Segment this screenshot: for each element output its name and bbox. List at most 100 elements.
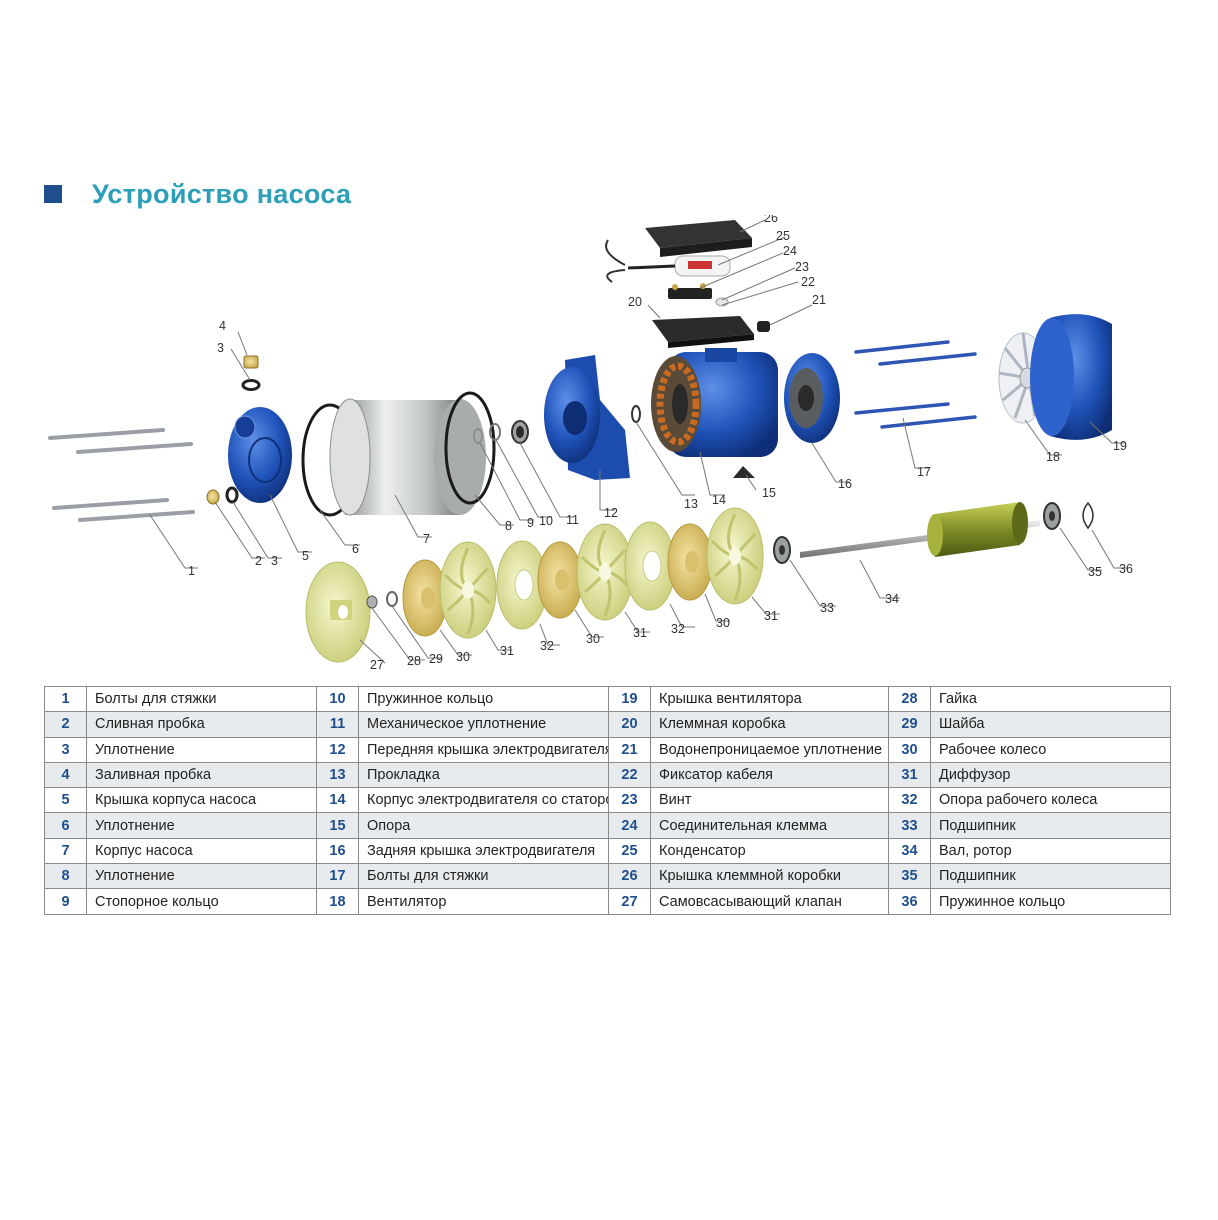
callout-31a: 31 [500, 644, 514, 658]
terminal-box-assembly [605, 220, 770, 348]
callout-24: 24 [783, 244, 797, 258]
callout-28: 28 [407, 654, 421, 668]
part-name: Корпус насоса [86, 837, 317, 865]
exploded-pump-diagram: 1 2 3 4 3 5 6 7 8 9 10 11 12 13 14 15 16… [48, 215, 1133, 672]
part-number: 9 [44, 888, 87, 915]
callout-11: 11 [566, 513, 579, 527]
part-number: 21 [608, 736, 651, 763]
diffuser-31c [706, 507, 764, 605]
gasket-13 [631, 405, 641, 423]
motor-foot [733, 466, 755, 478]
washer-29 [386, 591, 398, 607]
part-name: Уплотнение [86, 863, 317, 890]
part-name: Механическое уплотнение [358, 711, 609, 738]
part-name: Стопорное кольцо [86, 888, 317, 915]
part-name: Крышка клеммной коробки [650, 863, 889, 890]
part-number: 4 [44, 761, 87, 789]
part-name: Опора рабочего колеса [930, 787, 1171, 814]
part-name: Крышка вентилятора [650, 685, 889, 713]
impeller-stack [402, 507, 764, 639]
part-number: 3 [44, 736, 87, 763]
rear-motor-cover [784, 353, 840, 443]
part-name: Передняя крышка электродвигателя [358, 736, 609, 763]
motor-stator [651, 348, 778, 457]
bearing-35 [1043, 502, 1061, 530]
part-number: 26 [608, 863, 651, 890]
part-name: Пружинное кольцо [358, 685, 609, 713]
part-name: Рабочее колесо [930, 736, 1171, 763]
part-number: 29 [888, 711, 931, 738]
diffuser-31a [439, 541, 497, 639]
part-number: 10 [316, 685, 359, 713]
part-name: Клеммная коробка [650, 711, 889, 738]
part-number: 20 [608, 711, 651, 738]
part-number: 34 [888, 837, 931, 865]
callout-20: 20 [628, 295, 642, 309]
callout-8: 8 [505, 519, 512, 533]
part-number: 30 [888, 736, 931, 763]
callout-3-upper: 3 [217, 341, 224, 355]
part-name: Фиксатор кабеля [650, 761, 889, 789]
callout-36: 36 [1119, 562, 1133, 576]
bearing-33 [773, 536, 791, 564]
part-number: 11 [316, 711, 359, 738]
part-number: 33 [888, 812, 931, 839]
part-name: Уплотнение [86, 736, 317, 763]
fill-plug [241, 355, 261, 391]
part-number: 1 [44, 685, 87, 713]
part-name: Уплотнение [86, 812, 317, 839]
part-name: Прокладка [358, 761, 609, 789]
callout-10: 10 [539, 514, 553, 528]
fan-cover [1030, 314, 1112, 440]
part-number: 35 [888, 863, 931, 890]
part-name: Опора [358, 812, 609, 839]
callout-15: 15 [762, 486, 776, 500]
part-number: 32 [888, 787, 931, 814]
shaft-rotor [800, 502, 1040, 558]
callout-numbers: 1 2 3 4 3 5 6 7 8 9 10 11 12 13 14 15 16… [188, 215, 1133, 672]
callout-13: 13 [684, 497, 698, 511]
callout-16: 16 [838, 477, 852, 491]
callout-12: 12 [604, 506, 618, 520]
part-number: 23 [608, 787, 651, 814]
part-name: Самовсасывающий клапан [650, 888, 889, 915]
callout-30a: 30 [456, 650, 470, 664]
callout-23-lower: 23 [795, 260, 809, 274]
part-name: Диффузор [930, 761, 1171, 789]
part-number: 2 [44, 711, 87, 738]
part-number: 14 [316, 787, 359, 814]
part-name: Задняя крышка электродвигателя [358, 837, 609, 865]
callout-33: 33 [820, 601, 834, 615]
callout-32b: 32 [671, 622, 685, 636]
callout-6: 6 [352, 542, 359, 556]
callout-2: 2 [255, 554, 262, 568]
callout-27: 27 [370, 658, 384, 672]
part-name: Вентилятор [358, 888, 609, 915]
callout-26: 26 [764, 215, 778, 225]
callout-30b: 30 [586, 632, 600, 646]
part-number: 16 [316, 837, 359, 865]
part-number: 12 [316, 736, 359, 763]
callout-17: 17 [917, 465, 931, 479]
part-name: Болты для стяжки [86, 685, 317, 713]
part-number: 15 [316, 812, 359, 839]
part-number: 31 [888, 761, 931, 789]
part-number: 17 [316, 863, 359, 890]
callout-25: 25 [776, 229, 790, 243]
part-number: 8 [44, 863, 87, 890]
part-name: Водонепроницаемое уплотнение [650, 736, 889, 763]
part-number: 19 [608, 685, 651, 713]
callout-14: 14 [712, 493, 726, 507]
nut-28 [366, 595, 378, 609]
part-name: Подшипник [930, 863, 1171, 890]
part-number: 18 [316, 888, 359, 915]
part-number: 13 [316, 761, 359, 789]
part-name: Вал, ротор [930, 837, 1171, 865]
